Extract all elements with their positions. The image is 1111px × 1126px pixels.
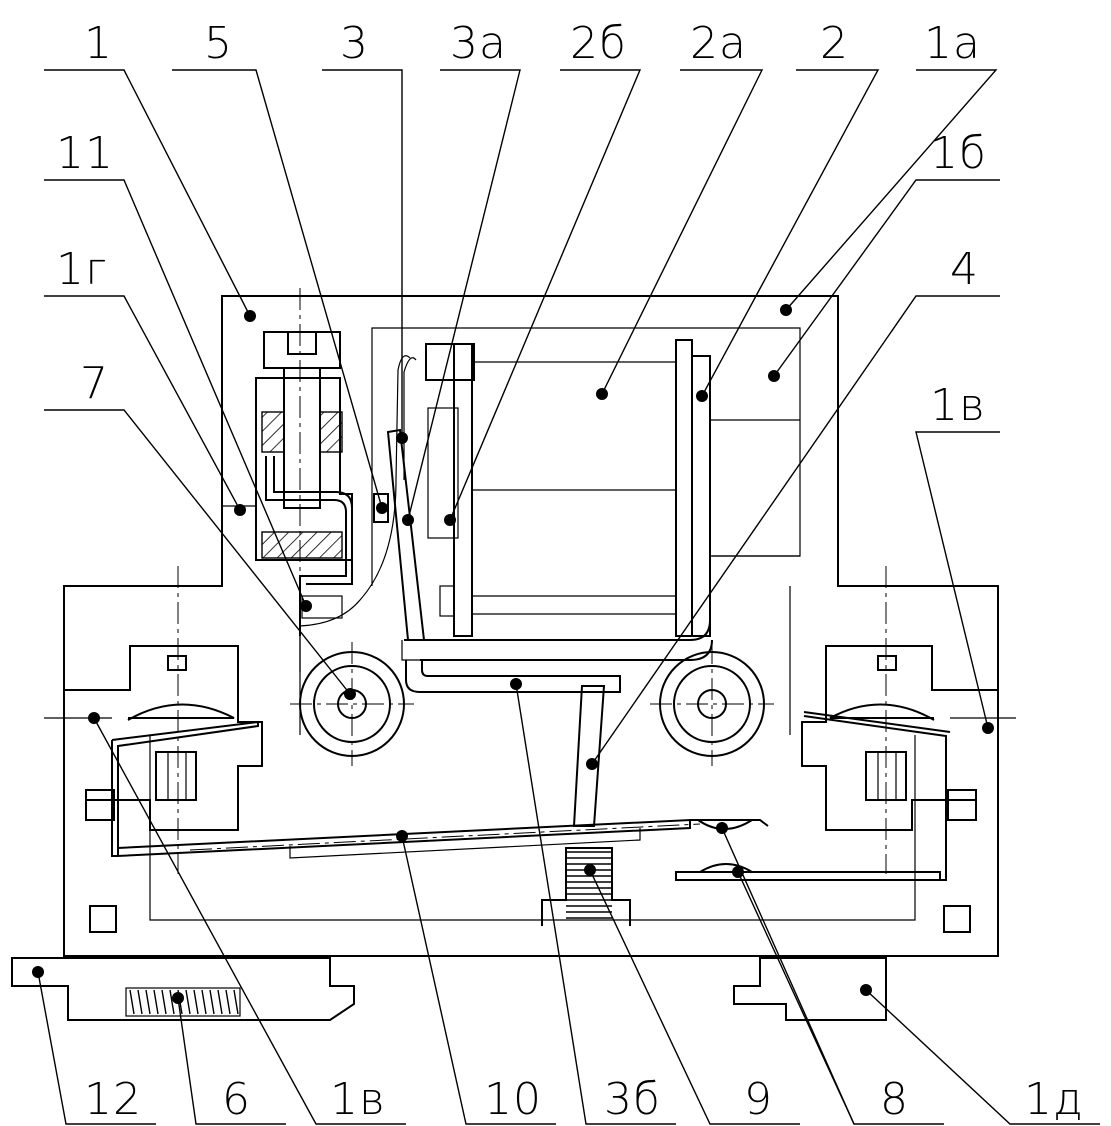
leader-dots [32,304,994,1004]
labels-bottom: 12 6 1в 10 3б 9 8 1д [84,1074,1084,1125]
adjusting-screw [222,288,389,672]
label-1: 1 [84,18,113,69]
label-3b: 3б [604,1074,661,1125]
labels-top: 1 5 3 3а 2б 2а 2 1а [84,18,981,69]
label-4: 4 [950,244,979,295]
label-2b: 2б [570,18,627,69]
rollers [290,642,774,766]
label-2: 2 [820,18,849,69]
spring [541,847,631,926]
label-11: 11 [56,128,114,179]
label-2a: 2а [690,18,747,69]
label-10: 10 [484,1074,542,1125]
push-rod [572,685,606,827]
label-6: 6 [222,1074,251,1125]
housing [63,295,999,957]
armature [299,355,621,693]
coil-block [371,327,801,661]
label-1v-right: 1в [930,380,986,431]
label-12: 12 [84,1074,142,1125]
label-1v-bottom: 1в [330,1074,386,1125]
labels-right: 1б 4 1в [930,128,987,431]
label-9: 9 [744,1074,773,1125]
label-3: 3 [340,18,369,69]
label-5: 5 [204,18,233,69]
leader-lines [37,69,1100,1125]
label-1a: 1а [924,18,981,69]
left-terminal [44,566,263,933]
din-clip [11,957,887,1021]
label-1g: 1г [56,244,108,295]
contact-lever [117,818,941,881]
label-1d: 1д [1024,1074,1084,1125]
label-1b: 1б [930,128,987,179]
right-terminal [801,566,1016,933]
label-3a: 3а [450,18,507,69]
label-7: 7 [80,358,109,409]
labels-left: 11 1г 7 [56,128,114,409]
label-8: 8 [880,1074,909,1125]
